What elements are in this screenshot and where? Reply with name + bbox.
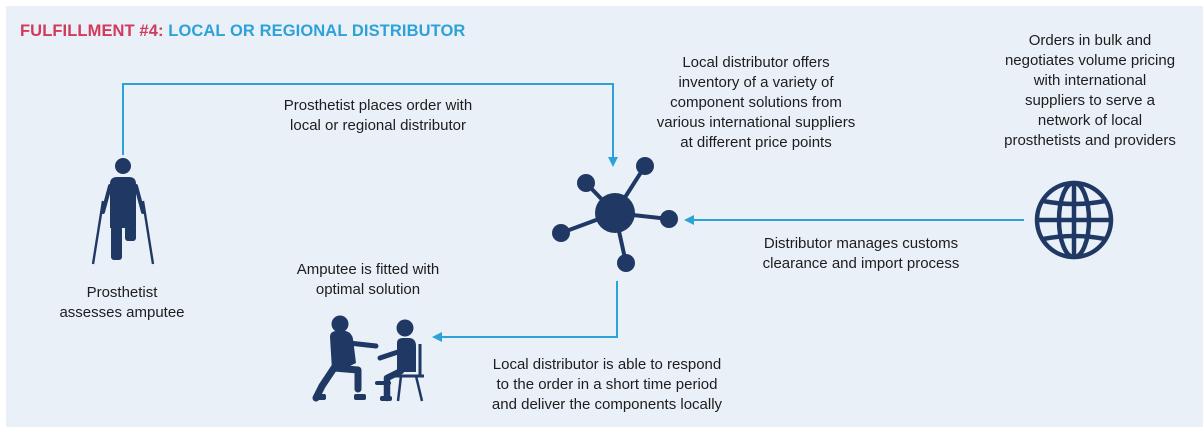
diagram-title: FULFILLMENT #4: LOCAL OR REGIONAL DISTRI…	[20, 22, 465, 41]
diagram-canvas: FULFILLMENT #4: LOCAL OR REGIONAL DISTRI…	[6, 6, 1203, 427]
global-suppliers-line1: Orders in bulk and	[1028, 32, 1152, 49]
distributor-line1: Local distributor offers	[682, 54, 830, 71]
delivery-arrow	[432, 281, 618, 342]
prosthetist-assesses-line1: Prosthetist	[86, 284, 158, 301]
order-edge-label: Prosthetist places order with local or r…	[228, 96, 528, 136]
customs-edge-line1: Distributor manages customs	[763, 235, 959, 252]
distributor-line4: various international suppliers	[656, 114, 856, 131]
diagram-graphics	[91, 83, 1114, 402]
global-suppliers-label: Orders in bulk and negotiates volume pri…	[980, 31, 1200, 151]
global-suppliers-line5: network of local	[1037, 112, 1143, 129]
title-main: LOCAL OR REGIONAL DISTRIBUTOR	[168, 22, 466, 40]
customs-edge-line2: clearance and import process	[762, 255, 960, 272]
distributor-line3: component solutions from	[670, 94, 842, 111]
distributor-line5: at different price points	[680, 134, 832, 151]
delivery-edge-line1: Local distributor is able to respond	[492, 356, 722, 373]
fitting-label: Amputee is fitted with optimal solution	[268, 260, 468, 300]
prosthetist-fitting-patient-icon	[312, 315, 424, 402]
prosthetist-assesses-line2: assesses amputee	[59, 304, 185, 321]
order-edge-line2: local or regional distributor	[290, 117, 466, 134]
customs-edge-label: Distributor manages customs clearance an…	[736, 234, 986, 274]
title-prefix: FULFILLMENT #4:	[20, 22, 164, 40]
network-hub-icon	[552, 157, 678, 272]
delivery-edge-line2: to the order in a short time period	[496, 376, 718, 393]
fitting-line1: Amputee is fitted with	[296, 261, 440, 278]
order-arrow	[122, 83, 618, 167]
global-suppliers-line2: negotiates volume pricing	[1004, 52, 1176, 69]
distributor-line2: inventory of a variety of	[678, 74, 834, 91]
global-suppliers-line3: with international	[1033, 72, 1147, 89]
global-suppliers-line4: suppliers to serve a	[1024, 92, 1156, 109]
globe-icon	[1034, 180, 1114, 260]
amputee-with-crutches-icon	[91, 158, 155, 265]
delivery-edge-label: Local distributor is able to respond to …	[467, 355, 747, 415]
fitting-line2: optimal solution	[315, 281, 421, 298]
delivery-edge-line3: and deliver the components locally	[491, 396, 723, 413]
distributor-label: Local distributor offers inventory of a …	[626, 53, 886, 153]
global-suppliers-line6: prosthetists and providers	[1004, 132, 1176, 149]
prosthetist-assesses-label: Prosthetist assesses amputee	[47, 283, 197, 323]
order-edge-line1: Prosthetist places order with	[283, 97, 473, 114]
